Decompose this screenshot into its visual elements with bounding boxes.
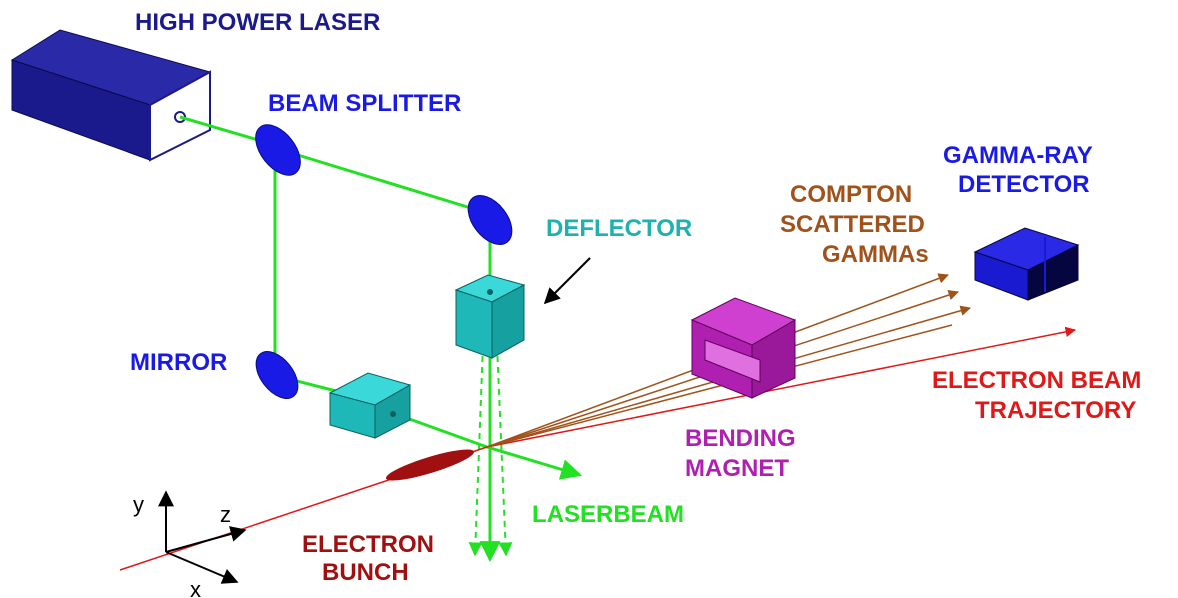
- mirror: [255, 351, 299, 399]
- laserbeam-down-arrow-3: [496, 344, 513, 557]
- bending-magnet: [690, 297, 797, 399]
- label-laserbeam: LASERBEAM: [532, 501, 684, 528]
- label-bending-magnet-1: BENDING: [685, 425, 796, 452]
- label-deflector: DEFLECTOR: [546, 215, 692, 242]
- label-high-power-laser: HIGH POWER LASER: [135, 9, 380, 36]
- modulator-cube: [328, 372, 412, 439]
- deflector-cube: [454, 274, 526, 359]
- coordinate-axes: [158, 490, 247, 584]
- laser-box: [10, 29, 212, 162]
- beam-splitter: [255, 124, 301, 176]
- label-electron-beam-2: TRAJECTORY: [975, 397, 1136, 424]
- laserbeam-down-arrow-2: [468, 344, 484, 557]
- axis-z-label: z: [220, 502, 231, 527]
- electron-bunch: [385, 449, 475, 481]
- axis-y-label: y: [133, 492, 144, 517]
- label-electron-bunch-2: BUNCH: [322, 559, 409, 586]
- label-beam-splitter: BEAM SPLITTER: [268, 90, 461, 117]
- label-gamma-ray-detector-1: GAMMA-RAY: [943, 142, 1093, 169]
- deflector-pointer-arrow: [543, 257, 591, 305]
- label-electron-bunch-1: ELECTRON: [302, 531, 434, 558]
- label-compton-2: SCATTERED: [780, 211, 925, 238]
- label-electron-beam-1: ELECTRON BEAM: [932, 367, 1141, 394]
- label-compton-3: GAMMAs: [822, 241, 929, 268]
- label-compton-1: COMPTON: [790, 181, 912, 208]
- label-gamma-ray-detector-2: DETECTOR: [958, 171, 1090, 198]
- label-mirror: MIRROR: [130, 349, 227, 376]
- gamma-ray-detector: [973, 227, 1080, 301]
- axis-x-label: x: [190, 577, 201, 598]
- electron-beam-trajectory-arrow: [486, 326, 1077, 448]
- upper-mirror: [467, 195, 513, 245]
- laserbeam-arrow: [486, 445, 583, 480]
- label-bending-magnet-2: MAGNET: [685, 455, 789, 482]
